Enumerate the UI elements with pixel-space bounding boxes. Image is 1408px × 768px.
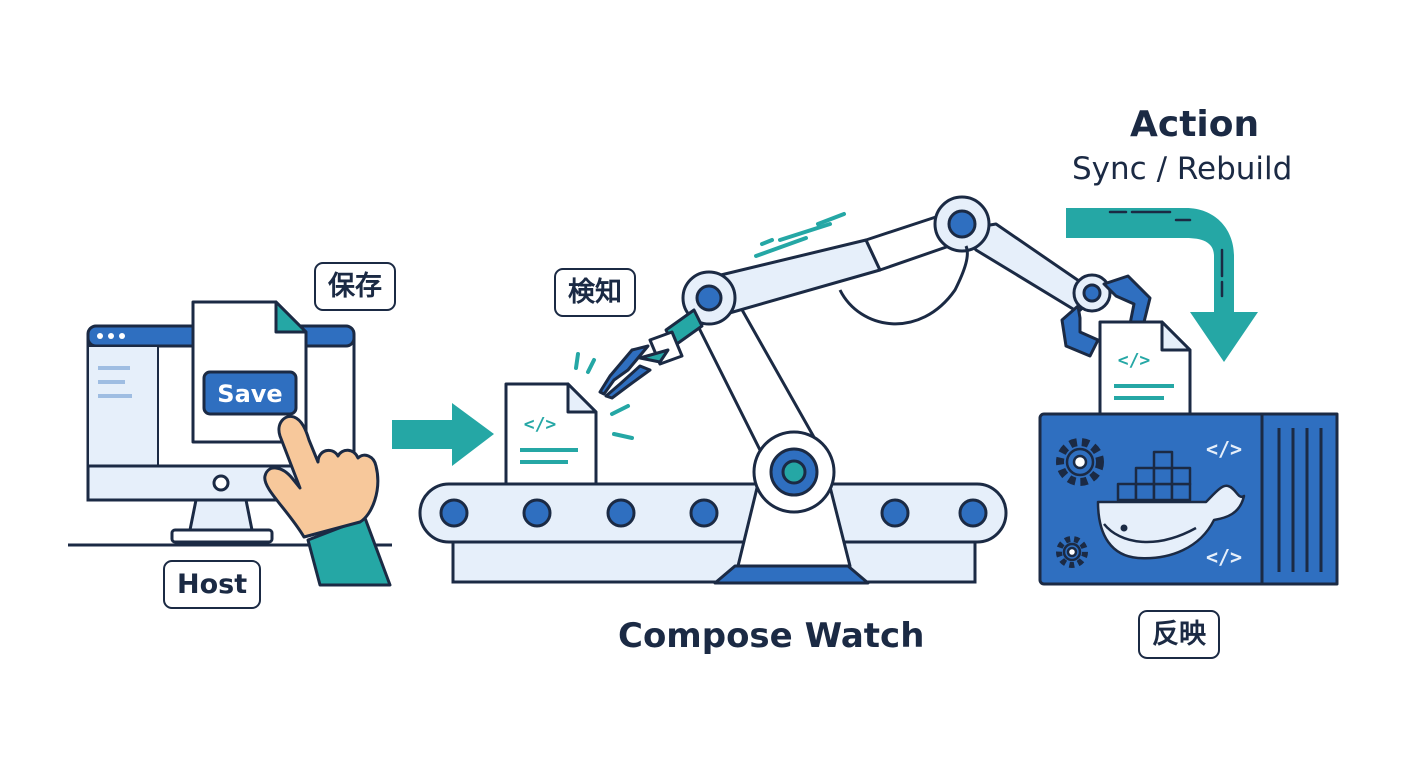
motion-lines-icon bbox=[754, 212, 846, 258]
flow-arrow-icon bbox=[392, 403, 494, 466]
save-button-label: Save bbox=[217, 380, 282, 408]
save-button[interactable]: Save bbox=[202, 370, 298, 416]
code-glyph-4: </> bbox=[1118, 350, 1151, 371]
action-subtitle: Sync / Rebuild bbox=[1072, 151, 1293, 187]
action-title: Action bbox=[1130, 104, 1260, 145]
pipeline-title: Compose Watch bbox=[618, 616, 925, 656]
action-arrow-icon bbox=[1066, 208, 1258, 362]
code-file-synced-icon: </> bbox=[1098, 320, 1192, 416]
code-file-icon: </> bbox=[504, 382, 598, 486]
docker-whale-icon bbox=[1096, 450, 1246, 560]
detect-tag: 検知 bbox=[554, 268, 636, 317]
gear-icon bbox=[1056, 438, 1104, 486]
hand-pointer-icon bbox=[263, 414, 392, 587]
save-tag: 保存 bbox=[314, 262, 396, 311]
code-glyph-3: </> bbox=[1206, 545, 1242, 569]
code-glyph-1: </> bbox=[524, 414, 557, 435]
host-tag: Host bbox=[163, 560, 262, 609]
conveyor-belt bbox=[418, 482, 1008, 584]
robot-arm bbox=[598, 195, 1152, 585]
gear-small-icon bbox=[1056, 536, 1088, 568]
code-glyph-2: </> bbox=[1206, 437, 1242, 461]
reflect-tag: 反映 bbox=[1138, 610, 1220, 659]
detect-sparks-icon bbox=[574, 352, 634, 440]
action-dashes-icon bbox=[1108, 210, 1224, 298]
